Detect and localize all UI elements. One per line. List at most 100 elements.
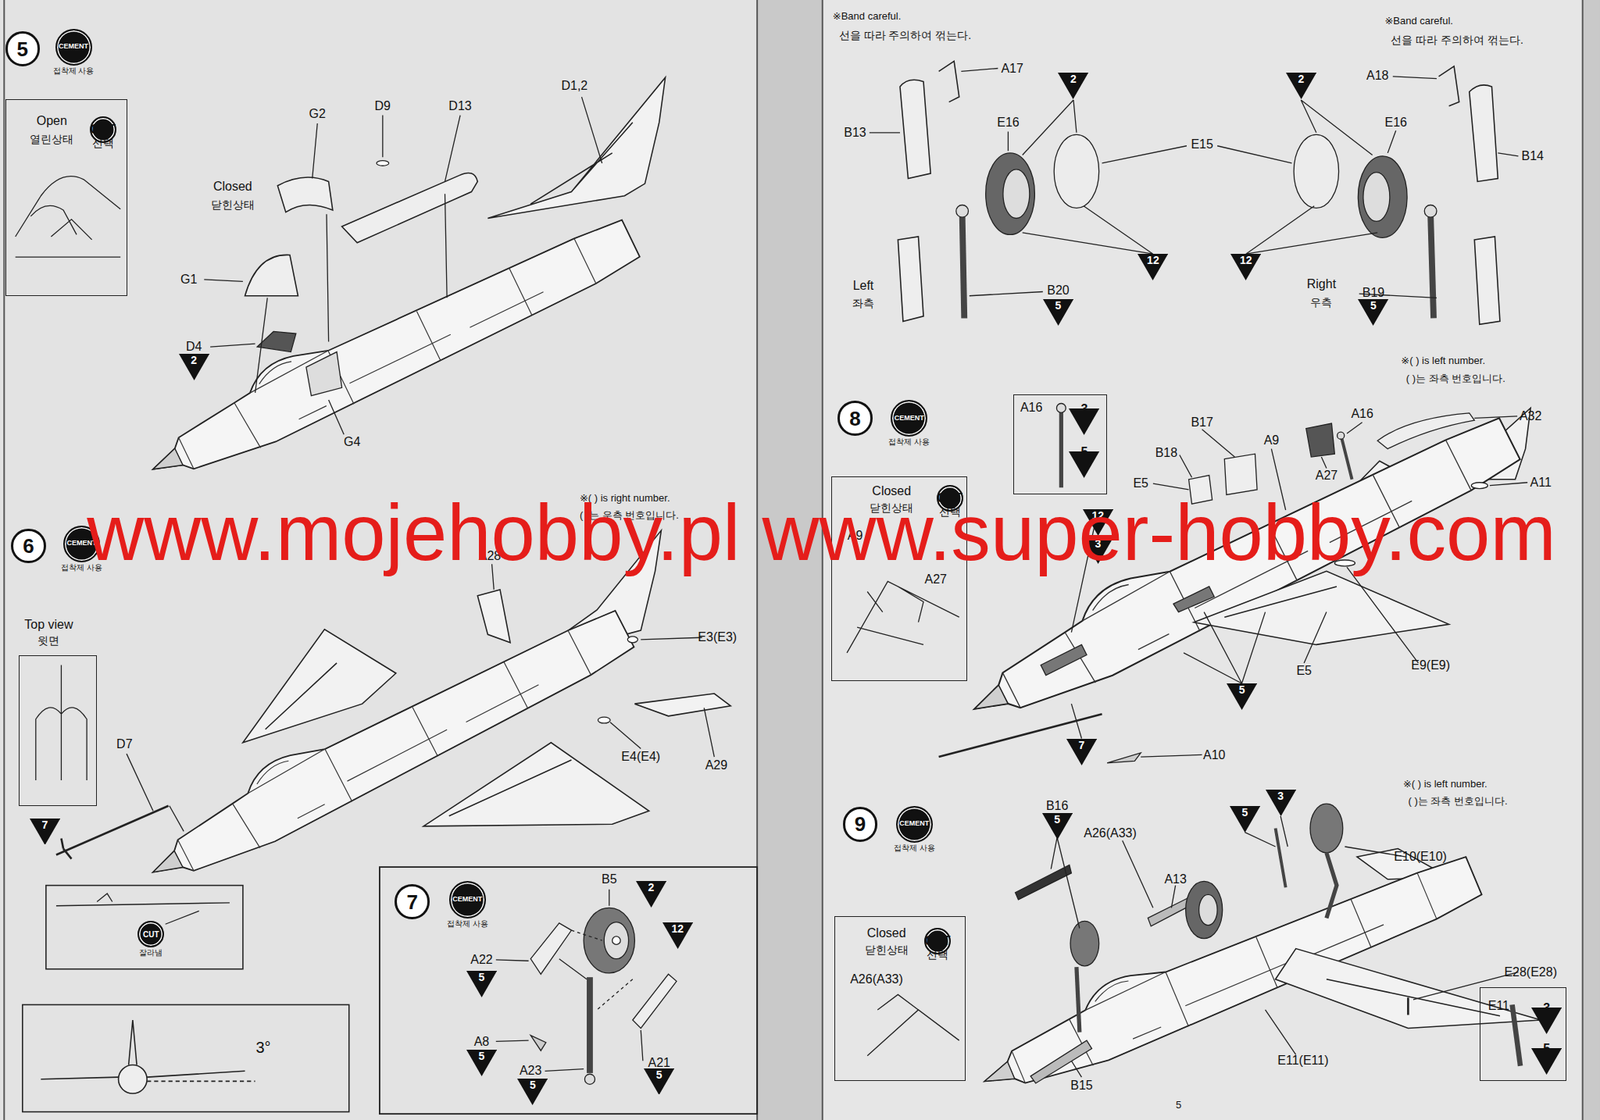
node-text: 5 xyxy=(1370,300,1377,312)
node-subtext: 접착제 사용 xyxy=(893,843,936,853)
node-text: 2 xyxy=(1070,73,1077,86)
illustration-path xyxy=(1275,949,1542,1029)
node-subtext: 접착제 사용 xyxy=(888,437,930,447)
part-label: G1 xyxy=(180,272,197,287)
paint-callout: 3 xyxy=(1265,789,1297,817)
illustration-path xyxy=(1030,1040,1092,1084)
triangle-fill xyxy=(29,818,61,846)
part-label: A21 xyxy=(648,1056,671,1071)
part-label: E4(E4) xyxy=(621,750,661,765)
part-label: B19 xyxy=(1362,285,1385,300)
illustration-path xyxy=(487,77,665,218)
illustration-ellipse xyxy=(1363,172,1390,222)
part-label: A17 xyxy=(1000,61,1023,76)
paint-callout: 5 xyxy=(1229,806,1261,833)
node-text: 5 xyxy=(529,1079,536,1092)
illustration-path xyxy=(634,693,731,717)
part-label: A10 xyxy=(1203,748,1225,763)
illustration-ellipse xyxy=(985,153,1036,235)
node-subtext: 잘라냄 xyxy=(139,948,163,958)
part-label: 3° xyxy=(255,1039,271,1057)
node-text: 2 xyxy=(1297,73,1304,86)
illustration-path xyxy=(1193,571,1450,645)
triangle-fill xyxy=(643,1068,675,1096)
triangle-fill xyxy=(1285,72,1317,100)
illustration-ellipse xyxy=(1310,803,1343,854)
node-text: 7 xyxy=(406,890,418,914)
part-label: B14 xyxy=(1521,149,1544,164)
illustration-path xyxy=(3,0,1583,1120)
node-text: 2 xyxy=(647,882,654,894)
note-text: ※( ) is left number. xyxy=(1403,778,1488,790)
illustration-path xyxy=(423,742,650,827)
node-text: 12 xyxy=(1146,254,1160,267)
part-label: E11(E11) xyxy=(1277,1054,1329,1069)
illustration-path xyxy=(1512,1004,1521,1066)
part-label: E10(E10) xyxy=(1393,850,1447,865)
part-label: A16 xyxy=(1350,407,1373,422)
cement-badge: CEMENT접착제 사용 xyxy=(55,28,93,66)
illustration-path xyxy=(586,977,593,1074)
illustration-path xyxy=(40,1020,245,1080)
paint-callout: 2 xyxy=(1285,72,1317,100)
part-label: A9 xyxy=(1264,433,1280,448)
note-text: ※Band careful. xyxy=(832,10,902,22)
paint-callout: 5 xyxy=(1357,299,1389,326)
part-label: B5 xyxy=(601,872,618,887)
illustration-circle xyxy=(1424,205,1437,218)
node-text: 5 xyxy=(1239,684,1246,697)
option-badge: OPT선택 xyxy=(89,116,117,143)
note-text: ( )는 좌측 번호입니다. xyxy=(1406,373,1506,385)
part-label: G2 xyxy=(309,107,326,122)
node-text: E11 xyxy=(1488,999,1510,1014)
illustration-path xyxy=(203,96,602,435)
triangle-fill xyxy=(1265,789,1297,817)
step-number: 5 xyxy=(5,31,40,66)
node-text: 3 xyxy=(1277,790,1284,803)
paint-callout: 12 xyxy=(1137,253,1168,281)
part-label: D1,2 xyxy=(560,78,588,93)
paint-callout: 3 xyxy=(1531,1007,1562,1035)
illustration-path xyxy=(277,177,333,213)
illustration-path xyxy=(632,974,677,1029)
illustration-path xyxy=(1341,439,1352,480)
node-text: 5 xyxy=(1542,1042,1550,1058)
illustration-path xyxy=(530,923,572,975)
paint-callout: 12 xyxy=(662,922,693,950)
part-label: G4 xyxy=(343,435,361,450)
paint-callout: 5 xyxy=(1042,813,1073,840)
illustration-path xyxy=(571,930,633,1011)
illustration-path xyxy=(1377,413,1475,450)
note-text: ( )는 좌측 번호입니다. xyxy=(1407,796,1508,808)
illustration-path xyxy=(56,806,169,860)
paint-callout: 5 xyxy=(643,1068,675,1096)
paint-callout: 5 xyxy=(1226,683,1258,711)
part-label: A27 xyxy=(1315,468,1338,483)
illustration-ellipse xyxy=(597,717,611,724)
node-text: 7 xyxy=(42,819,49,832)
step-number: 7 xyxy=(394,884,429,919)
node-text: 5 xyxy=(1055,300,1062,312)
node-text: Closed xyxy=(867,926,907,941)
part-label: E15 xyxy=(1190,138,1213,153)
illustration-rect xyxy=(379,867,758,1115)
illustration-rect xyxy=(46,885,243,970)
triangle-fill xyxy=(1229,806,1261,833)
illustration-g xyxy=(15,176,122,258)
illustration-g xyxy=(203,96,602,435)
step-number: 9 xyxy=(842,807,878,842)
node-text: 5 xyxy=(1081,446,1089,461)
part-label: A8 xyxy=(474,1035,490,1050)
illustration-ellipse xyxy=(1471,482,1488,490)
part-label: Left xyxy=(853,278,875,293)
part-label: B17 xyxy=(1190,415,1213,430)
illustration-path xyxy=(1015,864,1072,900)
illustration-path xyxy=(900,79,931,179)
part-label: E28(E28) xyxy=(1503,965,1558,980)
illustration-ellipse xyxy=(1357,156,1408,238)
triangle-fill xyxy=(1057,72,1089,100)
paint-callout: 2 xyxy=(635,881,667,908)
illustration-ellipse xyxy=(603,922,629,960)
part-label: 우측 xyxy=(1310,296,1333,309)
